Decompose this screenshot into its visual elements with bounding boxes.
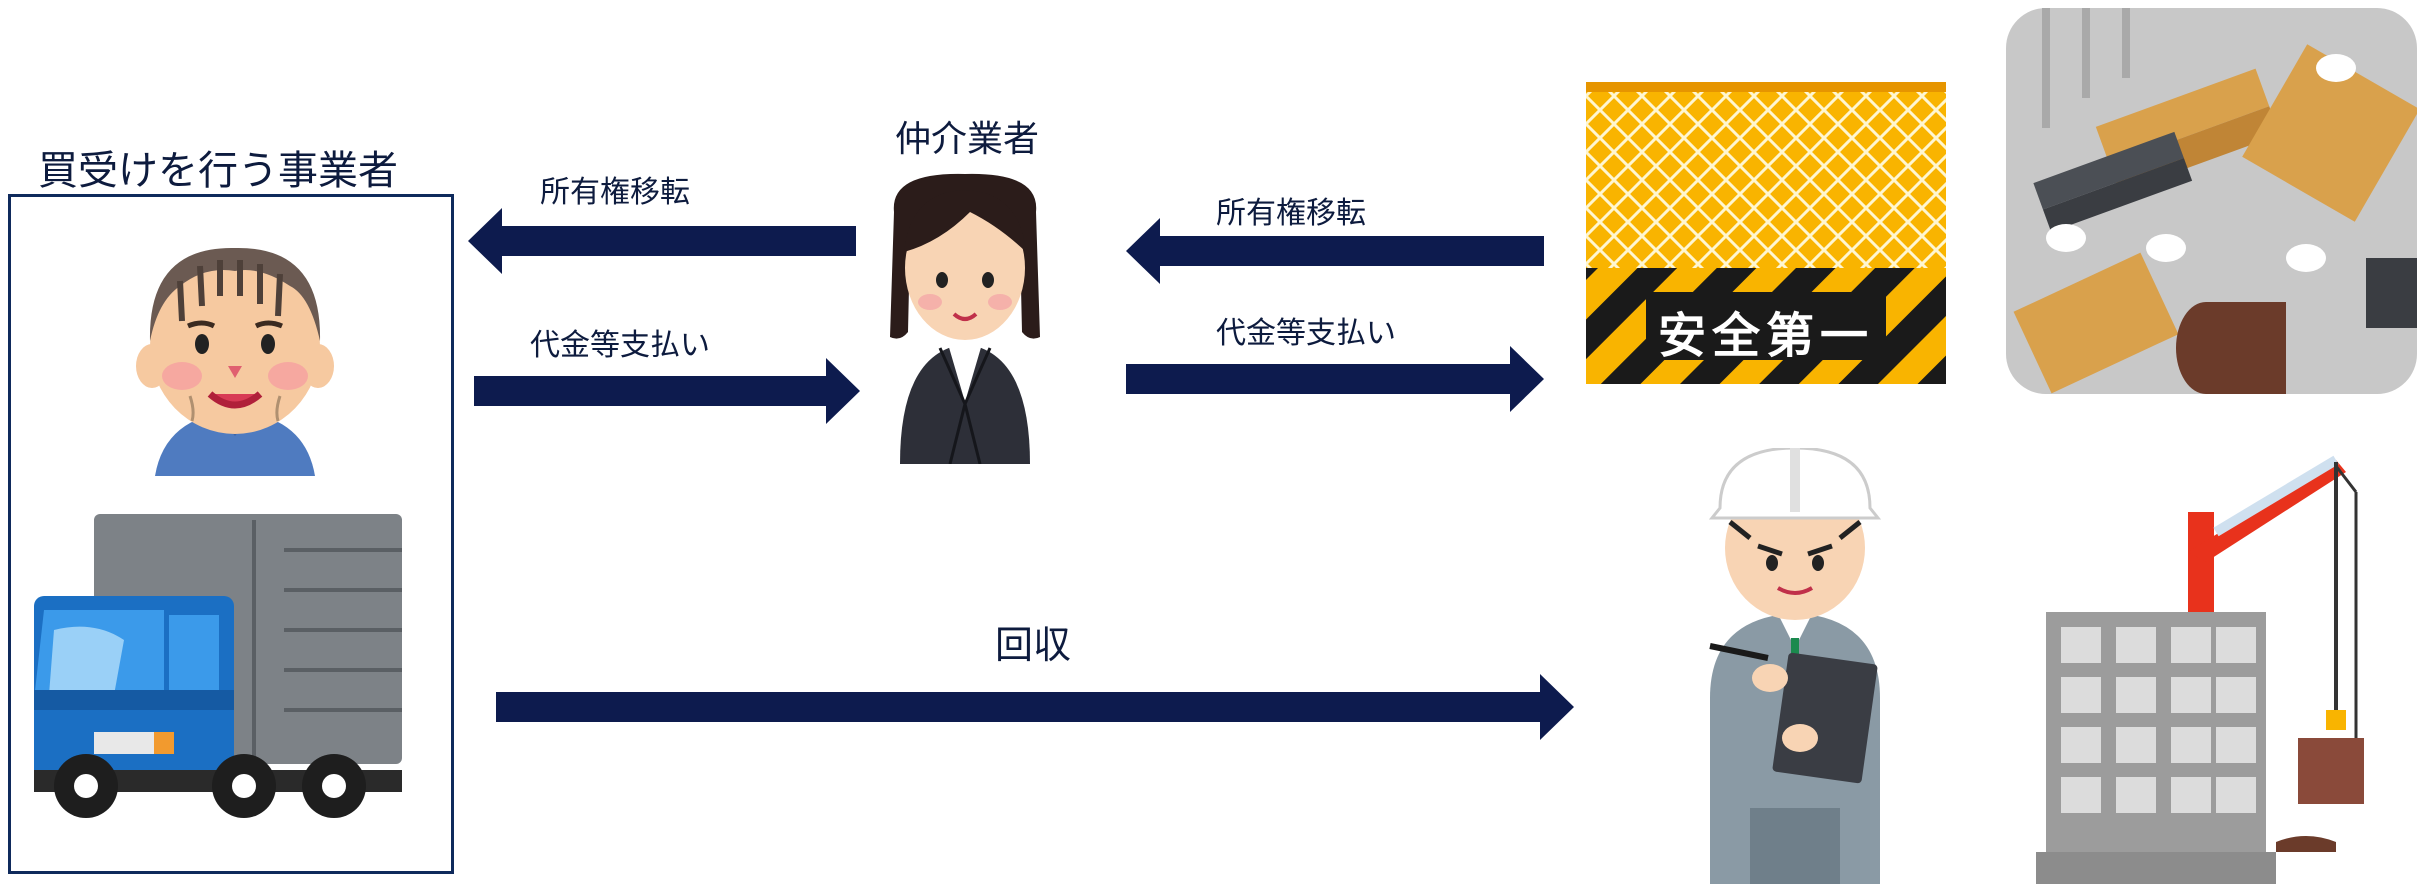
recovery-arrow xyxy=(496,674,1574,740)
recovery-label: 回収 xyxy=(995,623,1072,667)
safety-sign-illustration: 安全第一 xyxy=(1586,82,1946,384)
building-crane-illustration xyxy=(2036,452,2417,884)
left-ownership-transfer-arrow xyxy=(468,208,856,274)
buyer-box xyxy=(8,194,454,874)
buyer-title: 買受けを行う事業者 xyxy=(38,148,398,194)
right-payment-arrow xyxy=(1126,346,1544,412)
safety-sign-text: 安全第一 xyxy=(1657,308,1874,364)
right-ownership-transfer-label: 所有権移転 xyxy=(1216,196,1366,231)
broker-title: 仲介業者 xyxy=(895,119,1040,160)
construction-worker-illustration xyxy=(1690,448,1900,884)
left-ownership-transfer-label: 所有権移転 xyxy=(540,175,690,210)
building-materials-illustration xyxy=(2006,8,2417,394)
left-payment-label: 代金等支払い xyxy=(530,328,710,363)
broker-person-illustration xyxy=(880,172,1050,464)
right-ownership-transfer-arrow xyxy=(1126,218,1544,284)
truck-illustration xyxy=(34,510,402,820)
buyer-person-illustration xyxy=(110,226,360,476)
right-payment-label: 代金等支払い xyxy=(1216,316,1396,351)
left-payment-arrow xyxy=(474,358,860,424)
